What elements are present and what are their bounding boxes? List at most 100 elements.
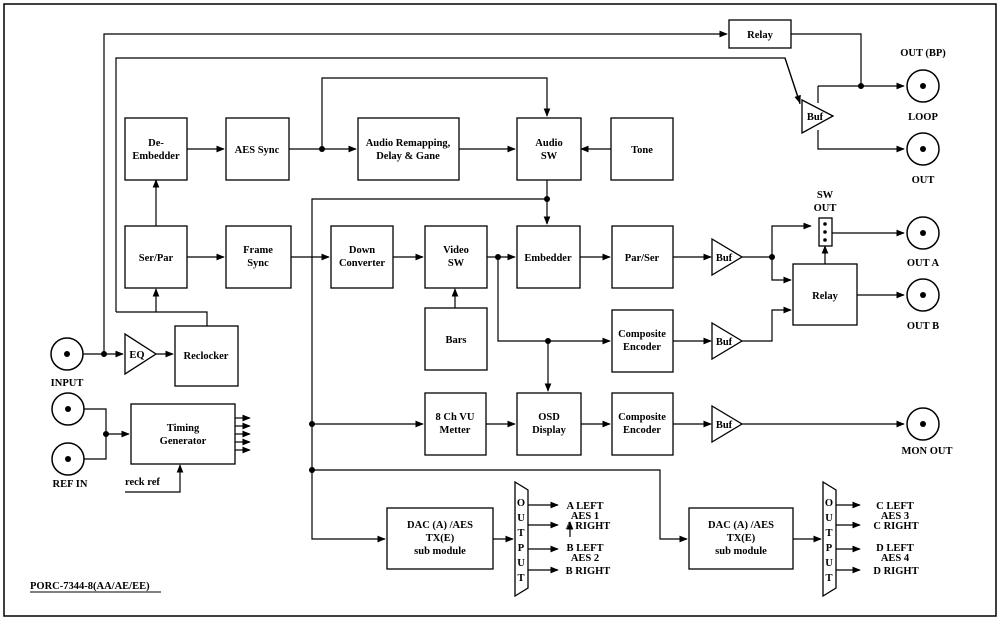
svg-text:T: T: [825, 573, 832, 584]
svg-text:Audio Remapping,: Audio Remapping,: [366, 138, 451, 149]
svg-text:AES 2: AES 2: [571, 553, 599, 564]
connector-out-b: OUT B: [906, 278, 940, 332]
svg-text:Down: Down: [349, 245, 375, 256]
svg-text:D RIGHT: D RIGHT: [873, 566, 918, 577]
svg-text:OUT B: OUT B: [907, 321, 939, 332]
svg-text:SW: SW: [448, 258, 465, 269]
svg-text:C RIGHT: C RIGHT: [873, 521, 918, 532]
block-embedder: Embedder: [516, 225, 581, 289]
svg-text:PORC-7344-8(AA/AE/EE): PORC-7344-8(AA/AE/EE): [30, 581, 150, 592]
svg-text:sub module: sub module: [414, 546, 466, 557]
svg-text:Audio: Audio: [535, 138, 562, 149]
svg-text:Buf: Buf: [716, 420, 733, 431]
block-par-ser: Par/Ser: [611, 225, 674, 289]
svg-text:Encoder: Encoder: [623, 425, 661, 436]
svg-text:Buf: Buf: [716, 337, 733, 348]
svg-text:SW: SW: [541, 151, 558, 162]
svg-text:Buf: Buf: [807, 112, 824, 123]
svg-text:MON OUT: MON OUT: [901, 446, 952, 457]
block-down-converter: Down Converter: [330, 225, 394, 289]
svg-text:AES 3: AES 3: [881, 511, 909, 522]
svg-text:OUT: OUT: [912, 175, 935, 186]
block-frame-sync: Frame Sync: [225, 225, 292, 289]
block-vu-meter: 8 Ch VU Metter: [424, 392, 487, 456]
svg-text:T: T: [825, 528, 832, 539]
connector-out-a: OUT A: [906, 216, 940, 269]
svg-text:Composite: Composite: [618, 412, 666, 423]
svg-text:C LEFT: C LEFT: [876, 501, 914, 512]
svg-text:Par/Ser: Par/Ser: [625, 253, 660, 264]
footer-label: PORC-7344-8(AA/AE/EE): [30, 581, 161, 593]
block-video-sw: Video SW: [424, 225, 488, 289]
svg-text:Metter: Metter: [440, 425, 471, 436]
sw-out-switch: SW OUT: [814, 190, 837, 247]
svg-text:AES Sync: AES Sync: [235, 145, 280, 156]
amp-eq: EQ: [124, 332, 158, 376]
svg-text:Buf: Buf: [716, 253, 733, 264]
svg-text:Display: Display: [532, 425, 567, 436]
svg-text:Embedder: Embedder: [524, 253, 572, 264]
svg-text:Frame: Frame: [243, 245, 273, 256]
block-audio-remapping: Audio Remapping, Delay & Gane: [357, 117, 460, 181]
block-ser-par: Ser/Par: [124, 225, 188, 289]
block-audio-sw: Audio SW: [516, 117, 582, 181]
svg-text:B LEFT: B LEFT: [566, 543, 603, 554]
svg-text:B RIGHT: B RIGHT: [566, 566, 611, 577]
svg-text:AES 4: AES 4: [881, 553, 910, 564]
connector-mon-out: MON OUT: [901, 407, 953, 457]
svg-text:8 Ch VU: 8 Ch VU: [436, 412, 475, 423]
output-mux-left: O U T P U T: [514, 480, 529, 598]
svg-text:Delay & Gane: Delay & Gane: [376, 151, 440, 162]
amp-buf-b: Buf: [711, 321, 744, 361]
svg-text:Converter: Converter: [339, 258, 385, 269]
block-osd-display: OSD Display: [516, 392, 582, 456]
svg-text:Ser/Par: Ser/Par: [139, 253, 174, 264]
amp-buf-a: Buf: [711, 237, 744, 277]
amp-buf-top: Buf: [801, 98, 835, 135]
block-composite-encoder-1: Composite Encoder: [611, 309, 674, 373]
svg-text:A LEFT: A LEFT: [566, 501, 603, 512]
audio-output-labels-left: A LEFT AES 1 A RIGHT B LEFT AES 2 B RIGH…: [566, 501, 611, 577]
svg-text:TX(E): TX(E): [426, 533, 455, 544]
connector-out: OUT: [906, 132, 940, 186]
svg-text:A RIGHT: A RIGHT: [566, 521, 611, 532]
reck-ref-label: reck ref: [125, 477, 160, 488]
block-dac-left: DAC (A) /AES TX(E) sub module: [386, 507, 494, 570]
block-relay-top: Relay: [728, 19, 792, 49]
svg-text:Bars: Bars: [446, 335, 467, 346]
svg-text:OUT A: OUT A: [907, 258, 940, 269]
svg-text:OSD: OSD: [538, 412, 560, 423]
amp-buf-mon: Buf: [711, 404, 744, 444]
block-timing-generator: Timing Generator: [130, 403, 236, 465]
svg-text:Relay: Relay: [812, 291, 838, 302]
block-tone: Tone: [610, 117, 674, 181]
svg-text:Tone: Tone: [631, 145, 653, 156]
svg-text:INPUT: INPUT: [51, 378, 84, 389]
svg-text:Video: Video: [443, 245, 469, 256]
svg-text:P: P: [518, 543, 525, 554]
svg-text:OUT (BP): OUT (BP): [900, 48, 946, 59]
svg-text:OUT: OUT: [814, 203, 837, 214]
svg-text:LOOP: LOOP: [908, 112, 938, 123]
junction-dots: [101, 83, 864, 473]
svg-text:Generator: Generator: [160, 436, 207, 447]
svg-text:Timing: Timing: [167, 423, 200, 434]
connector-ref-in-2: REF IN: [51, 442, 88, 490]
svg-text:U: U: [825, 558, 833, 569]
svg-text:SW: SW: [817, 190, 834, 201]
connector-out-bp: OUT (BP) LOOP: [900, 48, 946, 123]
block-de-embedder: De- Embedder: [124, 117, 188, 181]
svg-text:U: U: [517, 513, 525, 524]
block-aes-sync: AES Sync: [225, 117, 290, 181]
svg-text:sub module: sub module: [715, 546, 767, 557]
svg-text:De-: De-: [148, 138, 164, 149]
svg-text:P: P: [826, 543, 833, 554]
svg-text:T: T: [517, 528, 524, 539]
svg-text:U: U: [825, 513, 833, 524]
block-dac-right: DAC (A) /AES TX(E) sub module: [688, 507, 794, 570]
svg-text:U: U: [517, 558, 525, 569]
audio-output-labels-right: C LEFT AES 3 C RIGHT D LEFT AES 4 D RIGH…: [873, 501, 918, 577]
svg-text:Sync: Sync: [247, 258, 269, 269]
